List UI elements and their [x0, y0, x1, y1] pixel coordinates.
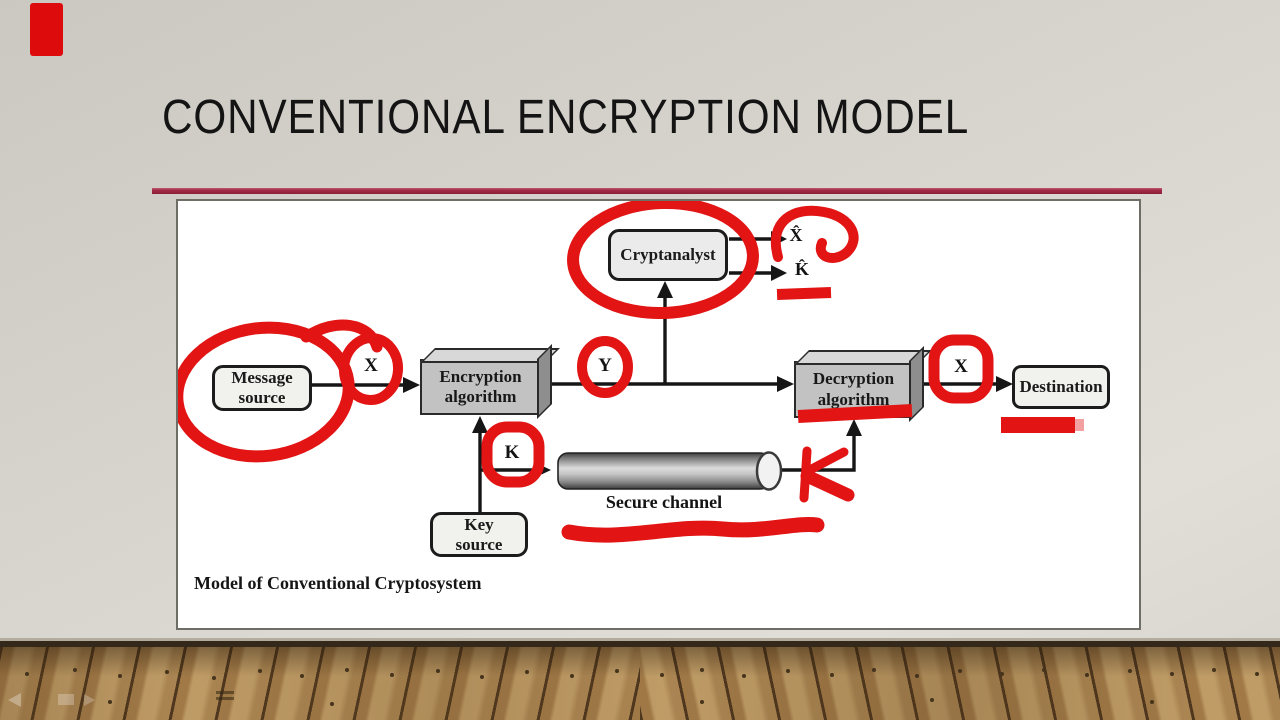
arrow-encryption-to-decryption	[544, 376, 794, 392]
red-marker-square	[30, 3, 63, 56]
message-source-line1: Message	[231, 368, 293, 388]
label-output-x: X	[954, 356, 968, 377]
marker-k-at-decryption	[799, 446, 855, 503]
decryption-algorithm-box: Decryption algorithm	[794, 361, 913, 418]
floor-top-highlight	[0, 638, 1280, 641]
label-estimated-k: K̂	[794, 259, 809, 279]
label-estimated-x: X̂	[789, 225, 803, 245]
key-source-line1: Key	[464, 514, 494, 534]
diagram-caption: Model of Conventional Cryptosystem	[194, 573, 482, 593]
message-source-line2: source	[238, 388, 286, 407]
wood-floor	[0, 647, 1280, 720]
title-accent-line	[152, 188, 1162, 194]
key-source-line2: source	[455, 534, 503, 554]
marker-underline-destination	[1001, 417, 1084, 433]
wood-planks-right	[640, 647, 1280, 720]
arrow-up-to-cryptanalyst	[657, 281, 673, 384]
ghost-stop-icon[interactable]	[58, 694, 74, 705]
label-ciphertext-y: Y	[598, 355, 612, 376]
wood-floor-shading	[0, 647, 1280, 720]
message-source-box: Message source	[212, 365, 312, 411]
marker-dash-khat	[776, 287, 832, 300]
slide-title: CONVENTIONAL ENCRYPTION MODEL	[162, 91, 970, 144]
arrow-key-to-channel	[480, 462, 551, 478]
ghost-back-arrow-icon[interactable]	[8, 693, 21, 707]
cryptanalyst-box: Cryptanalyst	[608, 229, 728, 281]
secure-channel-cylinder	[557, 451, 783, 491]
arrow-message-to-encryption	[311, 377, 420, 393]
decryption-line1: Decryption	[812, 369, 895, 389]
ghost-menu-icon[interactable]	[216, 691, 234, 703]
ghost-play-icon[interactable]	[84, 694, 95, 706]
arrow-cryptanalyst-to-khat	[729, 265, 787, 281]
encryption-line1: Encryption	[439, 366, 522, 386]
diagram-panel: Cryptanalyst Message source Encryption a…	[176, 199, 1141, 630]
arrow-channel-to-decryption	[780, 419, 862, 472]
destination-label: Destination	[1019, 377, 1103, 397]
wood-nail-dots	[0, 647, 4, 651]
destination-box: Destination	[1012, 365, 1110, 409]
cryptanalyst-label: Cryptanalyst	[620, 245, 716, 265]
encryption-line2: algorithm	[444, 387, 517, 406]
marker-underline-secure-channel	[561, 516, 825, 543]
wood-planks-left	[0, 647, 640, 720]
secure-channel-label: Secure channel	[605, 492, 723, 512]
label-plaintext-x: X	[364, 355, 378, 376]
floor-top-shadow	[0, 641, 1280, 647]
arrow-decryption-to-destination	[914, 376, 1013, 392]
arrow-key-to-encryption	[472, 416, 488, 513]
key-source-box: Key source	[430, 512, 528, 557]
label-key-k: K	[504, 442, 520, 463]
encryption-algorithm-box: Encryption algorithm	[420, 359, 541, 415]
decryption-line2: algorithm	[817, 389, 890, 409]
